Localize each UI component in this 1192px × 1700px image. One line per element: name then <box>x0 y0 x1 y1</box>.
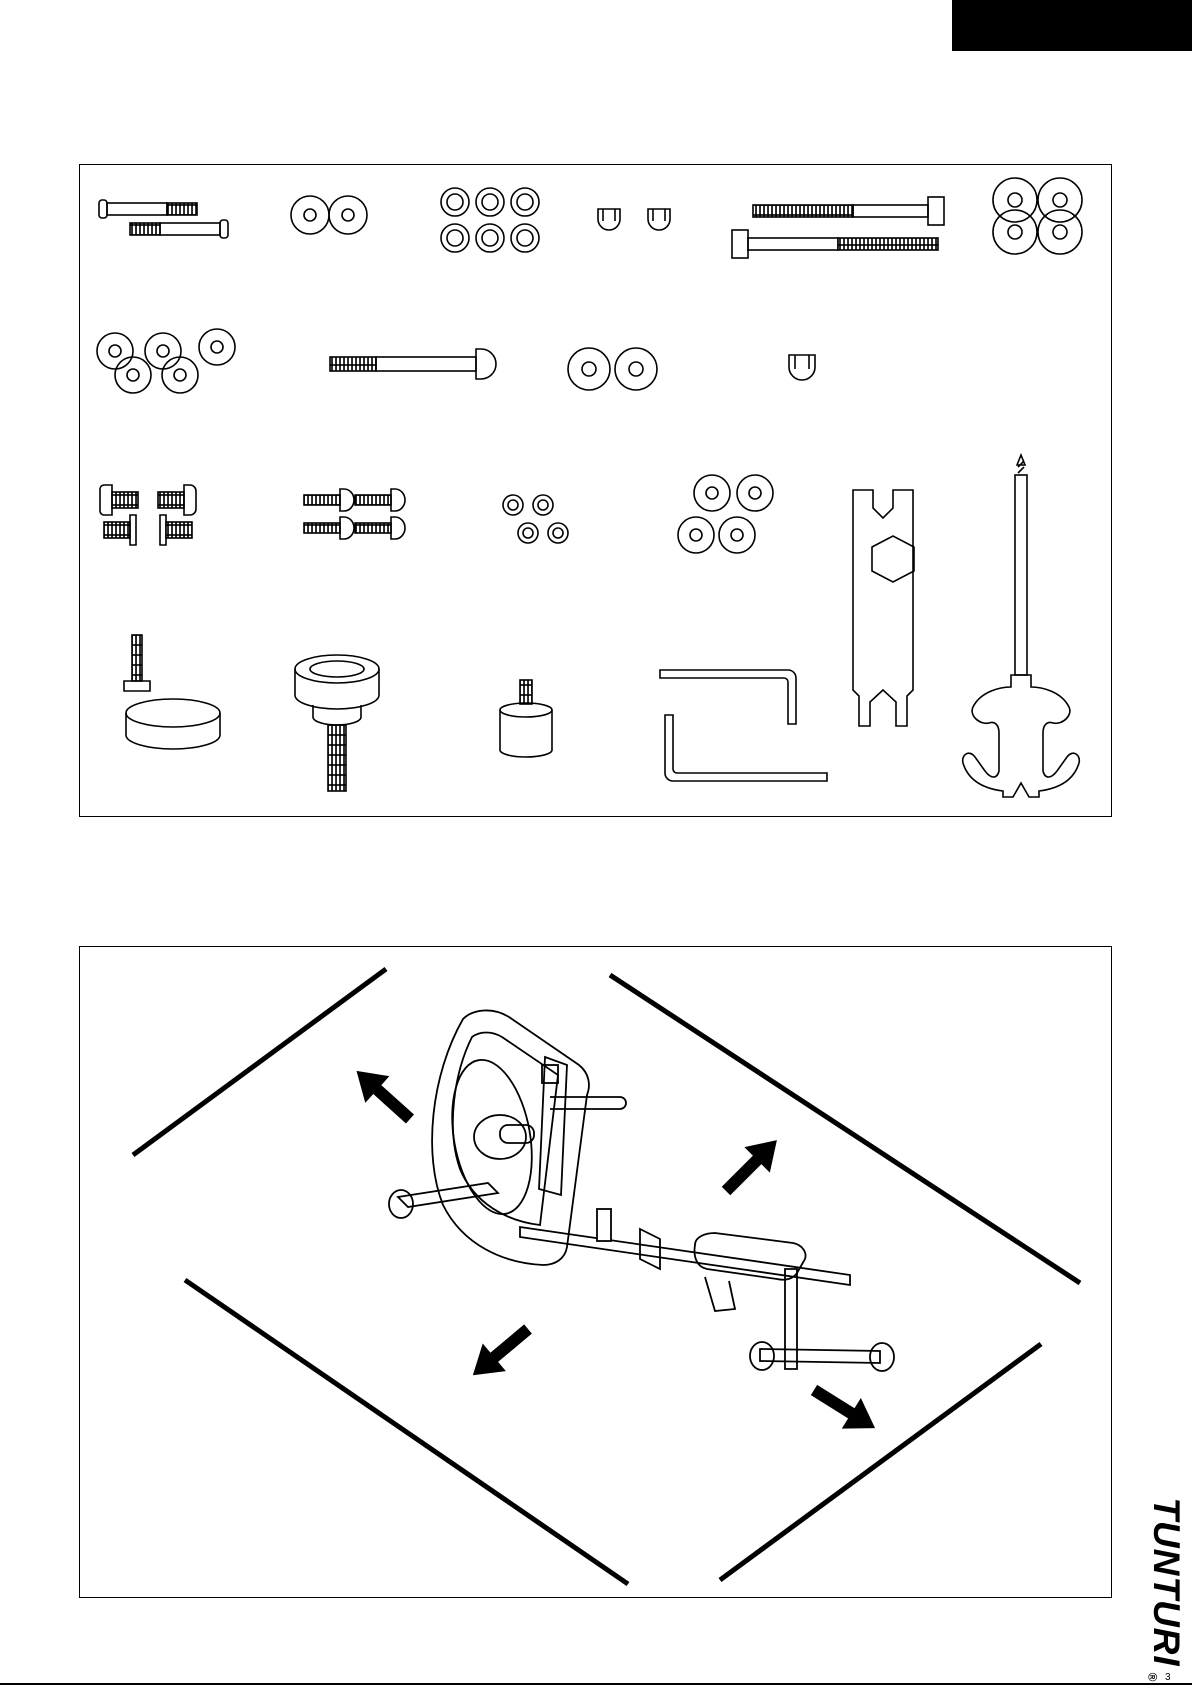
allen-keys-icon <box>660 670 827 781</box>
rower-drawing <box>80 947 1113 1599</box>
brand-registered-mark: ® <box>1145 1673 1159 1682</box>
adjustment-knob-icon <box>295 655 379 791</box>
adjustable-foot-icon <box>124 635 220 749</box>
long-bolt-icon <box>330 349 496 379</box>
rubber-stopper-icon <box>500 680 552 757</box>
spring-washers-small-icon <box>503 495 568 543</box>
brand-name: TUNTURI <box>1146 1482 1186 1682</box>
carriage-bolts-icon <box>99 200 228 238</box>
arrow-icon <box>461 1315 539 1389</box>
large-washers-icon <box>993 178 1082 254</box>
cap-nuts-icon <box>598 209 670 230</box>
parts-drawing <box>80 165 1113 818</box>
brand-logo: TUNTURI <box>1138 1470 1178 1700</box>
short-bolts-icon <box>100 485 196 545</box>
combination-wrench-icon <box>853 490 914 726</box>
arrow-icon <box>344 1057 422 1132</box>
flat-washers-icon <box>291 196 367 234</box>
screwdriver-wrench-icon <box>963 455 1080 797</box>
button-screws-icon <box>304 489 405 539</box>
boundary-lines <box>133 969 1080 1584</box>
section-tab <box>952 0 1192 51</box>
long-hex-bolts-icon <box>732 197 944 258</box>
floor-space-figure <box>79 946 1112 1598</box>
washers-pair-icon <box>568 348 657 390</box>
arrow-icon <box>804 1375 884 1444</box>
arrow-icon <box>713 1127 789 1203</box>
washers-four-icon <box>678 475 773 553</box>
page-number: 3 <box>1165 1672 1171 1683</box>
parts-figure <box>79 164 1112 817</box>
spring-washers-icon <box>441 188 539 252</box>
cap-nut-icon <box>789 355 815 380</box>
washers-five-icon <box>97 329 235 393</box>
rowing-machine <box>389 1010 894 1371</box>
